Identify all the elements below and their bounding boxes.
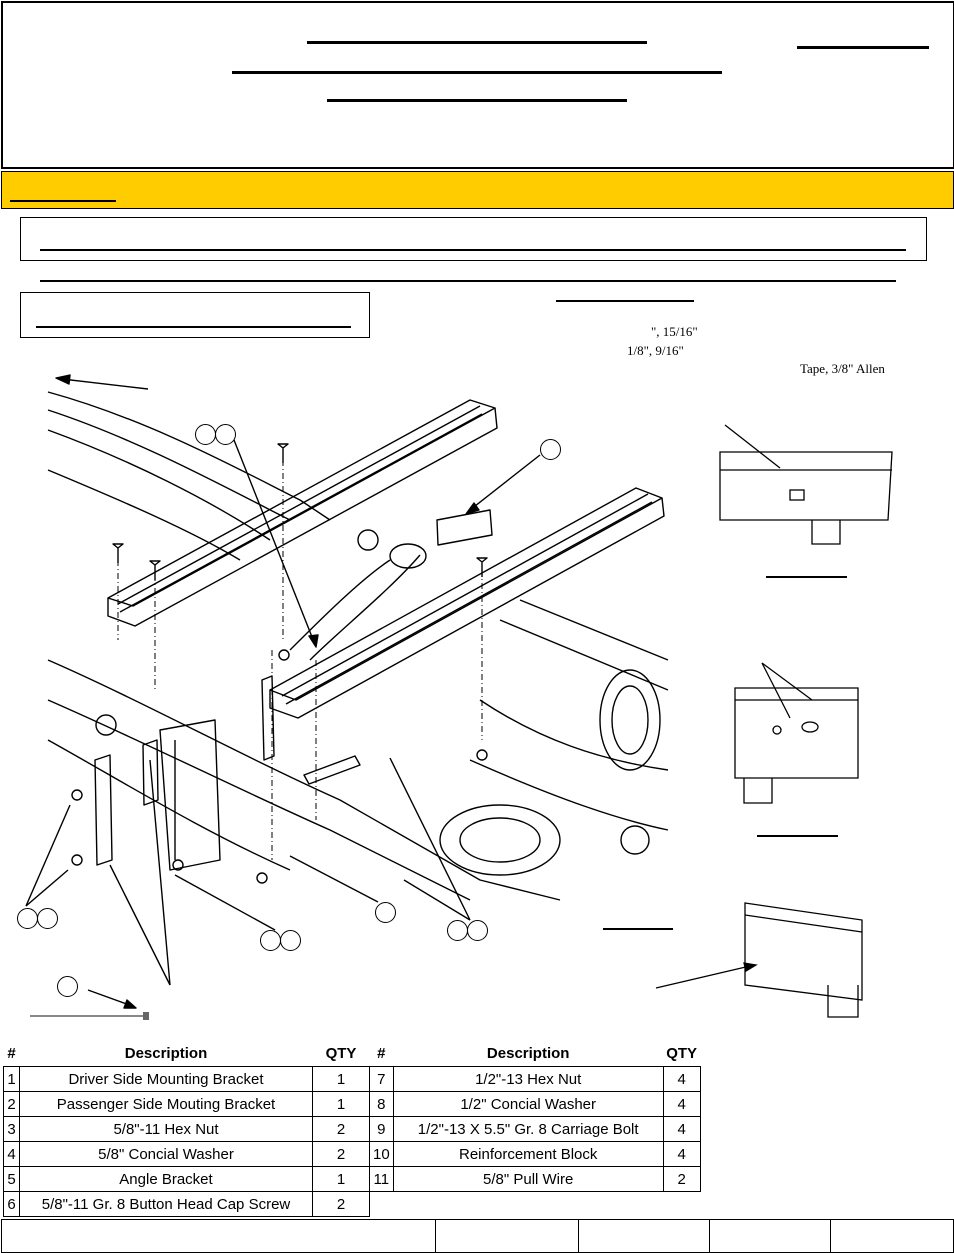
table-cell: 1/2"-13 Hex Nut bbox=[392, 1066, 664, 1092]
footer-strip bbox=[1, 1219, 954, 1253]
callout-circle bbox=[215, 424, 236, 445]
tools-line-1: ", 15/16" bbox=[651, 324, 698, 339]
table-row: 2 Passenger Side Mouting Bracket 1 8 1/2… bbox=[3, 1091, 701, 1117]
tools-line-3: Tape, 3/8" Allen bbox=[800, 361, 885, 376]
table-cell: 1/2" Concial Washer bbox=[392, 1091, 664, 1117]
callout-circle bbox=[37, 908, 58, 929]
table-cell: 8 bbox=[369, 1091, 394, 1117]
notice-subtext-line bbox=[40, 280, 896, 282]
table-cell: 5/8"-11 Gr. 8 Button Head Cap Screw bbox=[19, 1191, 313, 1217]
table-cell: 1 bbox=[312, 1091, 370, 1117]
table-cell: 3 bbox=[3, 1116, 20, 1142]
table-cell: 2 bbox=[312, 1116, 370, 1142]
notice-box bbox=[20, 217, 927, 261]
header-qty: QTY bbox=[325, 1044, 357, 1062]
table-cell: 7 bbox=[369, 1066, 394, 1092]
table-cell: 1/2"-13 X 5.5" Gr. 8 Carriage Bolt bbox=[392, 1116, 664, 1142]
footer-cell bbox=[709, 1220, 710, 1252]
header-description: Description bbox=[124, 1044, 208, 1062]
callout-circle bbox=[260, 930, 281, 951]
header-number-2: # bbox=[377, 1044, 386, 1062]
footer-cell bbox=[435, 1220, 436, 1252]
callout-circle bbox=[195, 424, 216, 445]
table-cell: Passenger Side Mouting Bracket bbox=[19, 1091, 313, 1117]
table-cell: 1 bbox=[312, 1066, 370, 1092]
table-cell: 11 bbox=[369, 1166, 394, 1192]
table-row: 1 Driver Side Mounting Bracket 1 7 1/2"-… bbox=[3, 1066, 701, 1092]
table-cell: 5/8" Concial Washer bbox=[19, 1141, 313, 1167]
table-cell: 2 bbox=[662, 1166, 701, 1192]
footer-cell bbox=[578, 1220, 579, 1252]
table-cell: 4 bbox=[662, 1141, 701, 1167]
table-cell-empty bbox=[663, 1192, 700, 1217]
tools-line-2: 1/8", 9/16" bbox=[627, 343, 684, 358]
parts-table: # Description QTY # Description QTY 1 Dr… bbox=[3, 1040, 701, 1217]
part-number-line bbox=[797, 46, 929, 49]
callout-circle bbox=[280, 930, 301, 951]
note-text-line bbox=[36, 326, 351, 328]
table-cell: 5/8" Pull Wire bbox=[392, 1166, 664, 1192]
table-cell-empty bbox=[370, 1192, 394, 1217]
title-line-1 bbox=[307, 41, 647, 44]
table-cell: Angle Bracket bbox=[19, 1166, 313, 1192]
table-cell: 6 bbox=[3, 1191, 20, 1217]
table-cell: 10 bbox=[369, 1141, 394, 1167]
table-cell: 1 bbox=[312, 1166, 370, 1192]
table-cell: 4 bbox=[662, 1066, 701, 1092]
table-cell: 4 bbox=[662, 1116, 701, 1142]
table-cell: Driver Side Mounting Bracket bbox=[19, 1066, 313, 1092]
note-box bbox=[20, 292, 370, 338]
table-cell: 4 bbox=[662, 1091, 701, 1117]
table-cell: 1 bbox=[3, 1066, 20, 1092]
table-row: 6 5/8"-11 Gr. 8 Button Head Cap Screw 2 bbox=[3, 1191, 701, 1217]
table-row: 5 Angle Bracket 1 11 5/8" Pull Wire 2 bbox=[3, 1166, 701, 1192]
callout-circle bbox=[57, 976, 78, 997]
notice-text-line bbox=[40, 249, 906, 251]
section-band-heading-line bbox=[10, 200, 116, 202]
table-row: 3 5/8"-11 Hex Nut 2 9 1/2"-13 X 5.5" Gr.… bbox=[3, 1116, 701, 1142]
table-cell: 5/8"-11 Hex Nut bbox=[19, 1116, 313, 1142]
header-number: # bbox=[7, 1044, 16, 1062]
exploded-view-drawing bbox=[25, 374, 893, 1020]
header-qty-2: QTY bbox=[666, 1044, 698, 1062]
table-cell: 9 bbox=[369, 1116, 394, 1142]
parts-table-header: # Description QTY # Description QTY bbox=[4, 1040, 701, 1067]
header-description-2: Description bbox=[486, 1044, 570, 1062]
table-cell: 2 bbox=[3, 1091, 20, 1117]
table-cell: 4 bbox=[3, 1141, 20, 1167]
footer-cell bbox=[830, 1220, 831, 1252]
table-cell: 5 bbox=[3, 1166, 20, 1192]
title-line-2 bbox=[232, 71, 722, 74]
table-cell: 2 bbox=[312, 1191, 370, 1217]
table-row: 4 5/8" Concial Washer 2 10 Reinforcement… bbox=[3, 1141, 701, 1167]
callout-circle bbox=[17, 908, 38, 929]
table-cell-empty bbox=[393, 1192, 663, 1217]
callout-circle bbox=[447, 920, 468, 941]
callout-circle bbox=[467, 920, 488, 941]
table-cell: Reinforcement Block bbox=[392, 1141, 664, 1167]
table-cell: 2 bbox=[312, 1141, 370, 1167]
section-band bbox=[1, 171, 954, 209]
callout-circle bbox=[540, 439, 561, 460]
callout-circle bbox=[375, 902, 396, 923]
title-line-3 bbox=[327, 99, 627, 102]
tools-heading-line bbox=[556, 300, 694, 302]
